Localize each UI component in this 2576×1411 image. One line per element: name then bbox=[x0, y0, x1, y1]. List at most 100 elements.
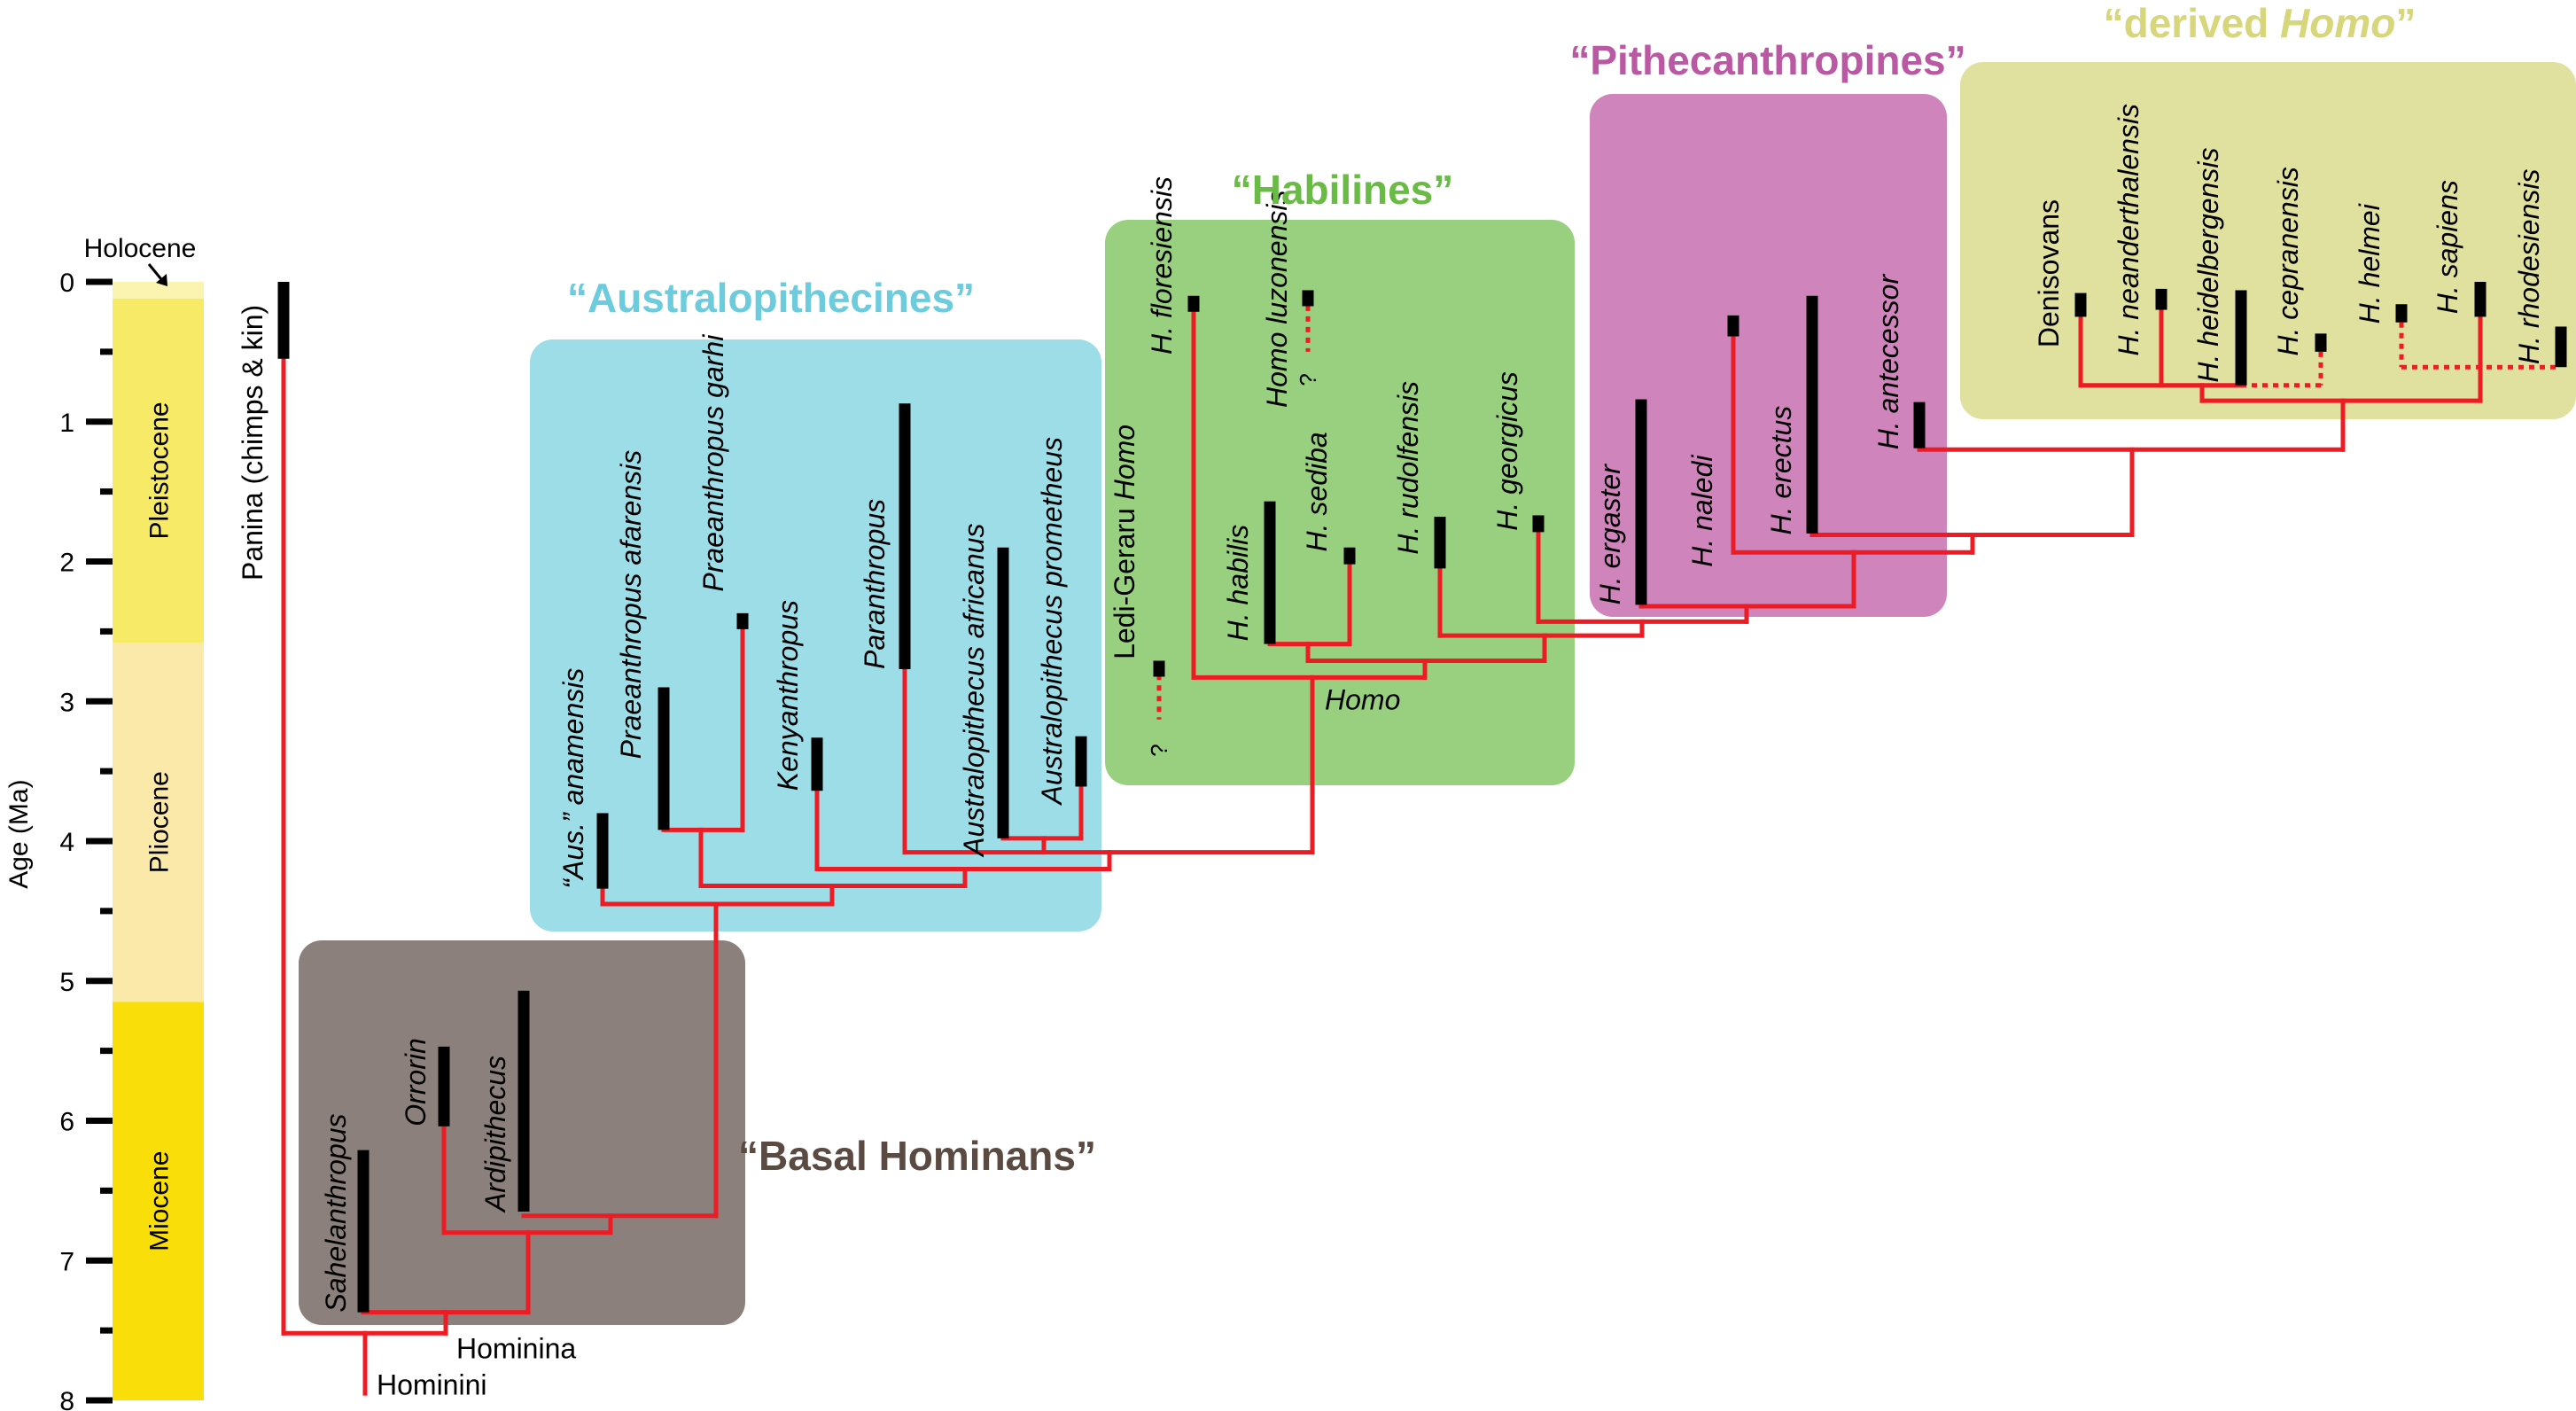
taxon-label-part: Ledi-Geraru bbox=[1109, 500, 1140, 659]
tick-label: 1 bbox=[59, 409, 74, 438]
epoch-band-holocene bbox=[113, 282, 204, 299]
tick-label: 3 bbox=[59, 688, 74, 717]
group-title-basal: “Basal Hominans” bbox=[738, 1133, 1096, 1179]
range-bar-rudolfensis bbox=[1434, 517, 1446, 569]
range-bar-floresiensis bbox=[1187, 295, 1200, 312]
range-bar-ardipithecus bbox=[518, 990, 530, 1212]
epoch-label-miocene: Miocene bbox=[145, 1151, 175, 1251]
range-bar-helmei bbox=[2395, 304, 2408, 323]
tick-label: 6 bbox=[59, 1108, 74, 1137]
group-title-pith: “Pithecanthropines” bbox=[1569, 37, 1965, 83]
group-box-derived bbox=[1960, 62, 2576, 419]
taxon-label-antecessor: H. antecessor bbox=[1872, 274, 1904, 450]
tick-label: 7 bbox=[59, 1247, 74, 1276]
tick-label: 4 bbox=[59, 828, 74, 857]
minor-tick bbox=[100, 1327, 113, 1334]
taxon-label-cepranensis: H. cepranensis bbox=[2272, 167, 2304, 355]
group-box-pith bbox=[1590, 94, 1947, 617]
minor-tick bbox=[100, 768, 113, 775]
taxon-label-paranthropus: Paranthropus bbox=[859, 499, 891, 669]
minor-tick bbox=[100, 348, 113, 355]
uncertain-question-mark: ? bbox=[1146, 744, 1172, 756]
major-tick bbox=[86, 1118, 113, 1124]
range-bar-denisovans bbox=[2074, 292, 2087, 317]
range-bar-paranthropus bbox=[899, 403, 911, 669]
range-bar-antecessor bbox=[1913, 401, 1926, 448]
group-boxes bbox=[299, 62, 2576, 1325]
range-bar-erectus bbox=[1806, 295, 1818, 534]
taxon-label-ergaster: H. ergaster bbox=[1594, 464, 1626, 605]
tick-label: 0 bbox=[59, 269, 74, 298]
group-box-habil bbox=[1105, 220, 1575, 785]
range-bar-naledi bbox=[1727, 315, 1739, 337]
minor-tick bbox=[100, 908, 113, 915]
branch-lines bbox=[281, 303, 2561, 1396]
taxon-label-kenyanthropus: Kenyanthropus bbox=[772, 600, 804, 791]
range-bar-rhodesiensis bbox=[2555, 326, 2567, 368]
axis-title: Age (Ma) bbox=[4, 779, 34, 888]
taxon-label-sediba: H. sediba bbox=[1301, 432, 1333, 551]
arrowhead-icon bbox=[156, 274, 167, 286]
group-title-part: ” bbox=[2395, 0, 2416, 46]
group-box-austral bbox=[530, 339, 1101, 932]
taxon-label-denisovans: Denisovans bbox=[2033, 199, 2065, 347]
group-title-habil: “Habilines” bbox=[1232, 167, 1454, 213]
major-tick bbox=[86, 1397, 113, 1404]
taxon-label-luzonensis: Homo luzonensis bbox=[1261, 191, 1293, 408]
range-bar-habilis bbox=[1264, 501, 1276, 644]
taxon-label-panina: Panina (chimps & kin) bbox=[237, 305, 268, 581]
node-label-hominina: Hominina bbox=[456, 1333, 576, 1365]
taxon-label-ledi: Ledi-Geraru Homo bbox=[1109, 425, 1140, 659]
taxon-label-helmei: H. helmei bbox=[2354, 203, 2385, 324]
range-bar-garhi bbox=[736, 612, 749, 629]
taxon-label-ardipithecus: Ardipithecus bbox=[479, 1056, 511, 1213]
range-bar-afarensis bbox=[658, 687, 670, 830]
range-bar-ledi bbox=[1153, 660, 1165, 677]
taxon-label-rhodesiensis: H. rhodesiensis bbox=[2513, 169, 2545, 365]
range-bar-prometheus bbox=[1075, 736, 1087, 787]
tick-label: 5 bbox=[59, 968, 74, 997]
epoch-band-miocene bbox=[113, 1002, 204, 1400]
uncertain-question-mark: ? bbox=[1295, 373, 1321, 386]
range-bar-anamensis bbox=[596, 813, 609, 889]
range-bar-kenyanthropus bbox=[811, 737, 823, 791]
taxon-label-prometheus: Australopithecus prometheus bbox=[1036, 437, 1068, 806]
range-bar-panina bbox=[277, 282, 290, 359]
group-title-part: “derived bbox=[2104, 0, 2280, 46]
range-bar-heidelbergensis bbox=[2235, 290, 2247, 386]
taxon-label-africanus: Australopithecus africanus bbox=[958, 524, 990, 858]
taxon-label-naledi: H. naledi bbox=[1686, 455, 1718, 567]
range-bar-sahelanthropus bbox=[357, 1150, 370, 1313]
taxon-label-anamensis: “Aus.” anamensis bbox=[557, 668, 589, 889]
range-bar-orrorin bbox=[438, 1046, 450, 1126]
taxon-label-afarensis: Praeanthropus afarensis bbox=[615, 450, 647, 760]
major-tick bbox=[86, 698, 113, 705]
node-label-homo: Homo bbox=[1325, 684, 1400, 716]
range-bar-ergaster bbox=[1635, 399, 1647, 605]
group-title-derived: “derived Homo” bbox=[2104, 0, 2416, 46]
taxon-label-habilis: H. habilis bbox=[1222, 525, 1254, 642]
taxon-label-orrorin: Orrorin bbox=[400, 1038, 432, 1126]
range-bars bbox=[277, 282, 2567, 1313]
taxon-labels: Panina (chimps & kin)SahelanthropusOrror… bbox=[237, 104, 2545, 1401]
epoch-band-pliocene bbox=[113, 642, 204, 1002]
epoch-label-pliocene: Pliocene bbox=[145, 771, 175, 873]
range-bar-africanus bbox=[997, 547, 1009, 838]
major-tick bbox=[86, 278, 113, 285]
taxon-label-floresiensis: H. floresiensis bbox=[1146, 176, 1178, 355]
node-label-hominini: Hominini bbox=[377, 1369, 486, 1401]
taxon-label-erectus: H. erectus bbox=[1765, 406, 1797, 535]
time-scale: HolocenePleistocenePlioceneMiocene012345… bbox=[4, 234, 204, 1411]
taxon-label-sapiens: H. sapiens bbox=[2432, 180, 2463, 314]
taxon-label-neanderthalensis: H. neanderthalensis bbox=[2113, 104, 2144, 356]
taxon-label-heidelbergensis: H. heidelbergensis bbox=[2192, 148, 2224, 383]
group-title-austral: “Australopithecines” bbox=[567, 275, 975, 321]
group-titles: “Basal Hominans” “Australopithecines” “Hab… bbox=[567, 0, 2416, 1179]
group-title-italic-part: Homo bbox=[2280, 0, 2395, 46]
major-tick bbox=[86, 558, 113, 565]
major-tick bbox=[86, 418, 113, 425]
range-bar-sapiens bbox=[2474, 282, 2487, 317]
taxon-label-rudolfensis: H. rudolfensis bbox=[1392, 381, 1424, 555]
epoch-band-pleistocene bbox=[113, 298, 204, 643]
